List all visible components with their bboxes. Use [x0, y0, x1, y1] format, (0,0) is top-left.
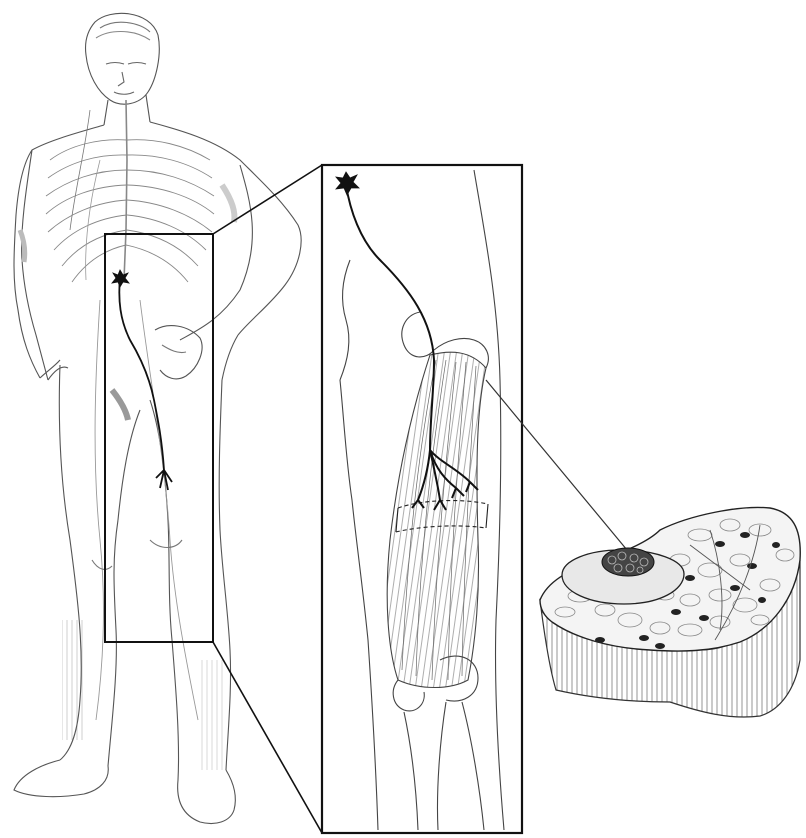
head — [85, 13, 159, 125]
zoom-neuron-cell — [336, 172, 359, 195]
thigh-zoom-panel — [322, 165, 522, 833]
torso — [14, 100, 301, 380]
body-neuron-cell — [112, 270, 129, 287]
cross-section-panel — [540, 507, 800, 717]
cross-section-nucleus — [602, 548, 654, 576]
zoom-connectors — [213, 165, 322, 833]
whole-body-panel — [14, 13, 301, 823]
thigh-muscle — [387, 352, 486, 687]
cross-section-connector — [486, 380, 632, 556]
